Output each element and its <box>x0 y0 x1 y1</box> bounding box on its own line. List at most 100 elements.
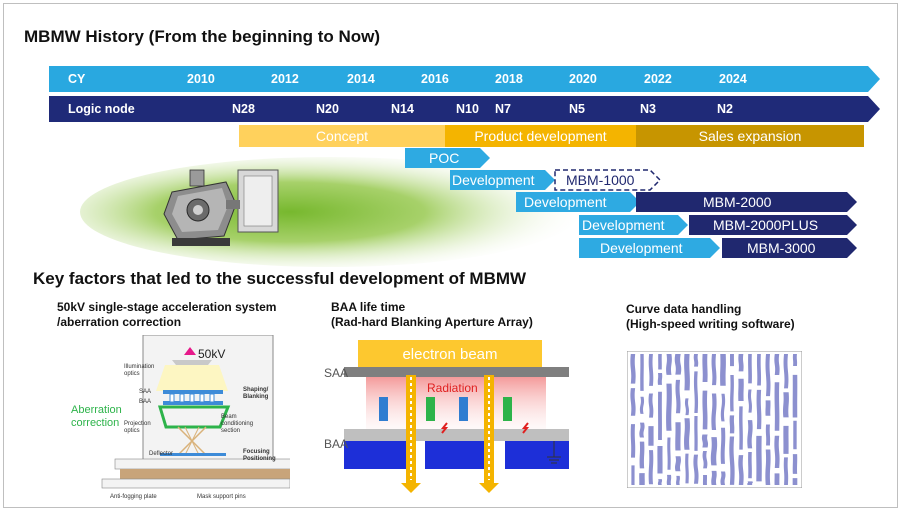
pattern-stripe <box>701 434 709 448</box>
pattern-stripe <box>756 435 762 482</box>
kv-label: 50kV <box>198 347 226 361</box>
pattern-stripe <box>774 473 780 485</box>
curve-pattern-image <box>627 351 802 488</box>
pattern-stripe <box>630 354 636 384</box>
pattern-stripe <box>720 471 726 485</box>
year-2016: 2016 <box>421 72 449 86</box>
logic-node-label: Logic node <box>68 102 135 116</box>
pattern-stripe <box>774 435 780 469</box>
pattern-stripe <box>702 450 708 469</box>
node-n7: N7 <box>495 102 511 116</box>
pattern-stripe <box>630 424 636 458</box>
dev-arrow-1 <box>450 170 555 190</box>
pattern-stripe <box>693 371 699 413</box>
phase-product-bar <box>445 125 636 147</box>
pattern-stripe <box>792 478 798 485</box>
pattern-stripe <box>792 454 798 474</box>
factor1-caption-line2: /aberration correction <box>57 315 182 329</box>
year-2012: 2012 <box>271 72 299 86</box>
pattern-stripe <box>666 383 672 431</box>
saa-small-label: SAA <box>139 389 152 395</box>
pattern-stripe <box>720 354 726 386</box>
aberration-line1: Aberration <box>71 404 122 416</box>
mbm3000-label: MBM-3000 <box>747 240 816 256</box>
year-2022: 2022 <box>644 72 672 86</box>
pattern-stripe <box>666 474 672 485</box>
node-n2: N2 <box>717 102 733 116</box>
node-n3: N3 <box>640 102 656 116</box>
pattern-stripe <box>730 375 734 412</box>
aberration-line2: correction <box>71 417 120 429</box>
illumination-label: Illumination optics <box>124 364 155 377</box>
factor3-caption-line2: (High-speed writing software) <box>626 317 795 331</box>
dev-label-1: Development <box>452 172 535 188</box>
pattern-stripe <box>783 457 789 485</box>
pattern-stripe <box>640 354 644 391</box>
pattern-stripe <box>783 392 789 418</box>
pattern-stripe <box>639 473 645 485</box>
pattern-stripe <box>711 393 717 430</box>
mask-pins-label: Mask support pins <box>197 494 246 500</box>
pattern-stripe <box>720 427 726 464</box>
mbm2000-label: MBM-2000 <box>703 194 772 210</box>
poc-label: POC <box>429 150 460 166</box>
pattern-stripe <box>747 420 753 449</box>
factor1-caption-line1: 50kV single-stage acceleration system <box>57 300 277 314</box>
mbm3000-arrow <box>722 238 857 258</box>
electron-beam-label: electron beam <box>402 346 498 363</box>
pattern-stripe <box>675 379 681 414</box>
focusing-label: Focusing Positioning <box>243 449 276 462</box>
column-diagram <box>101 335 290 489</box>
mbm2000plus-label: MBM-2000PLUS <box>713 217 819 233</box>
cy-label: CY <box>68 72 86 86</box>
pattern-stripe <box>675 456 681 472</box>
pattern-stripe <box>765 354 771 397</box>
machine-illustration <box>163 169 279 246</box>
radiation-label: Radiation <box>427 381 478 395</box>
projection-label: Projection optics <box>124 421 151 434</box>
pattern-stripe <box>730 354 734 367</box>
pattern-stripe <box>639 396 645 414</box>
factor3-caption: Curve data handling (High-speed writing … <box>626 302 795 332</box>
pattern-stripe <box>631 465 635 485</box>
pattern-stripe <box>684 354 690 391</box>
pattern-stripe <box>675 422 681 451</box>
pattern-stripe <box>648 393 654 418</box>
pattern-stripe <box>765 400 771 416</box>
phase-concept-bar <box>239 125 445 147</box>
beam-conditioning-label: Beam conditioning section <box>221 414 254 434</box>
pattern-stripe <box>657 372 663 385</box>
baa-small-label: BAA <box>139 399 152 405</box>
dev-arrow-2 <box>516 192 640 212</box>
pattern-stripe <box>657 479 663 485</box>
year-2014: 2014 <box>347 72 375 86</box>
pattern-stripe <box>774 354 780 376</box>
pattern-stripe <box>738 354 744 372</box>
pattern-stripe <box>648 450 654 485</box>
pattern-stripe <box>747 389 753 413</box>
year-2020: 2020 <box>569 72 597 86</box>
pattern-stripe <box>748 452 752 479</box>
pattern-stripe <box>720 393 726 422</box>
pattern-stripe <box>676 475 680 485</box>
year-2018: 2018 <box>495 72 523 86</box>
antifog-label: Anti-fogging plate <box>110 494 157 500</box>
pattern-stripe <box>702 354 708 383</box>
mbm1000-arrow <box>554 169 662 191</box>
pattern-stripe <box>765 449 771 485</box>
pattern-stripe <box>648 354 654 386</box>
pattern-stripe <box>783 425 789 454</box>
pattern-stripe <box>658 354 662 370</box>
dev-label-2: Development <box>524 194 607 210</box>
pattern-stripe <box>729 415 735 434</box>
pattern-stripe <box>693 354 699 367</box>
factor2-caption-line2: (Rad-hard Blanking Aperture Array) <box>331 315 533 329</box>
phase-sales-bar <box>636 125 864 147</box>
node-n14: N14 <box>391 102 414 116</box>
pattern-stripe <box>684 398 690 416</box>
dev-label-4: Development <box>600 240 683 256</box>
pattern-stripe <box>738 378 744 402</box>
pattern-stripe <box>684 418 690 450</box>
pattern-stripe <box>657 445 663 474</box>
pattern-stripe <box>792 374 798 418</box>
